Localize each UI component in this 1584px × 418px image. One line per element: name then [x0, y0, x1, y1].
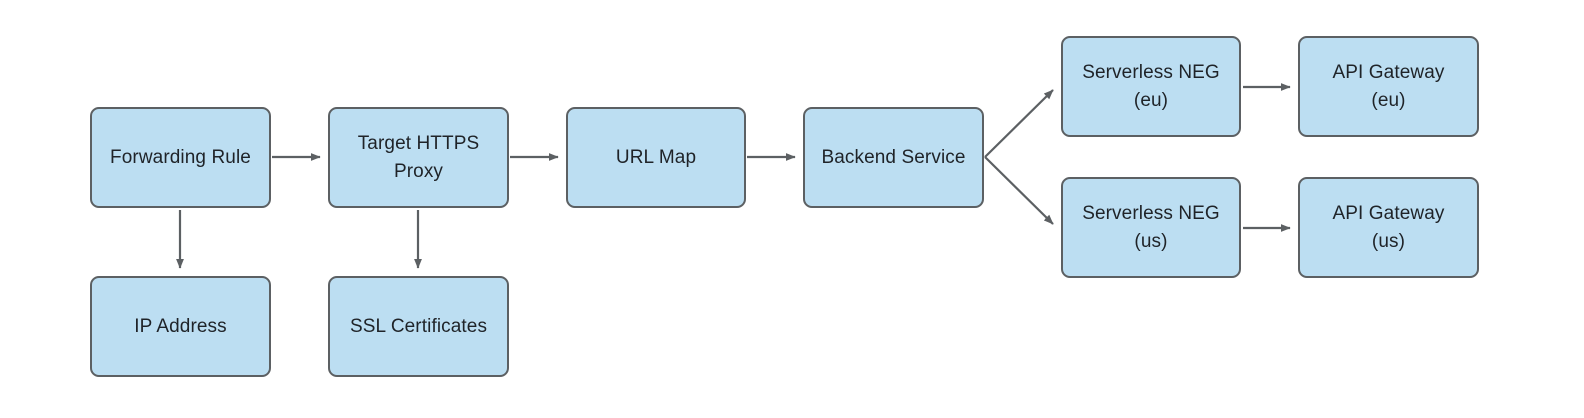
- node-target-https-proxy[interactable]: Target HTTPS Proxy: [328, 107, 509, 208]
- node-label: API Gateway (eu): [1332, 61, 1445, 111]
- node-backend-service[interactable]: Backend Service: [803, 107, 984, 208]
- node-ssl-certificates[interactable]: SSL Certificates: [328, 276, 509, 377]
- node-serverless-neg-us[interactable]: Serverless NEG (us): [1061, 177, 1241, 278]
- node-label: IP Address: [134, 315, 227, 337]
- node-label: Serverless NEG (us): [1082, 202, 1220, 252]
- node-api-gateway-us[interactable]: API Gateway (us): [1298, 177, 1479, 278]
- node-url-map[interactable]: URL Map: [566, 107, 746, 208]
- node-ip-address[interactable]: IP Address: [90, 276, 271, 377]
- node-label: Serverless NEG (eu): [1082, 61, 1220, 111]
- edge-backend-service-to-serverless-neg-us: [984, 156, 1054, 225]
- node-label: API Gateway (us): [1332, 202, 1445, 252]
- edge-backend-service-to-serverless-neg-eu: [984, 89, 1054, 158]
- node-forwarding-rule[interactable]: Forwarding Rule: [90, 107, 271, 208]
- node-api-gateway-eu[interactable]: API Gateway (eu): [1298, 36, 1479, 137]
- node-serverless-neg-eu[interactable]: Serverless NEG (eu): [1061, 36, 1241, 137]
- node-label: SSL Certificates: [349, 315, 488, 337]
- node-label: Backend Service: [821, 146, 966, 168]
- node-label: Forwarding Rule: [110, 146, 251, 168]
- node-label: URL Map: [615, 146, 697, 168]
- node-label: Target HTTPS Proxy: [357, 132, 480, 182]
